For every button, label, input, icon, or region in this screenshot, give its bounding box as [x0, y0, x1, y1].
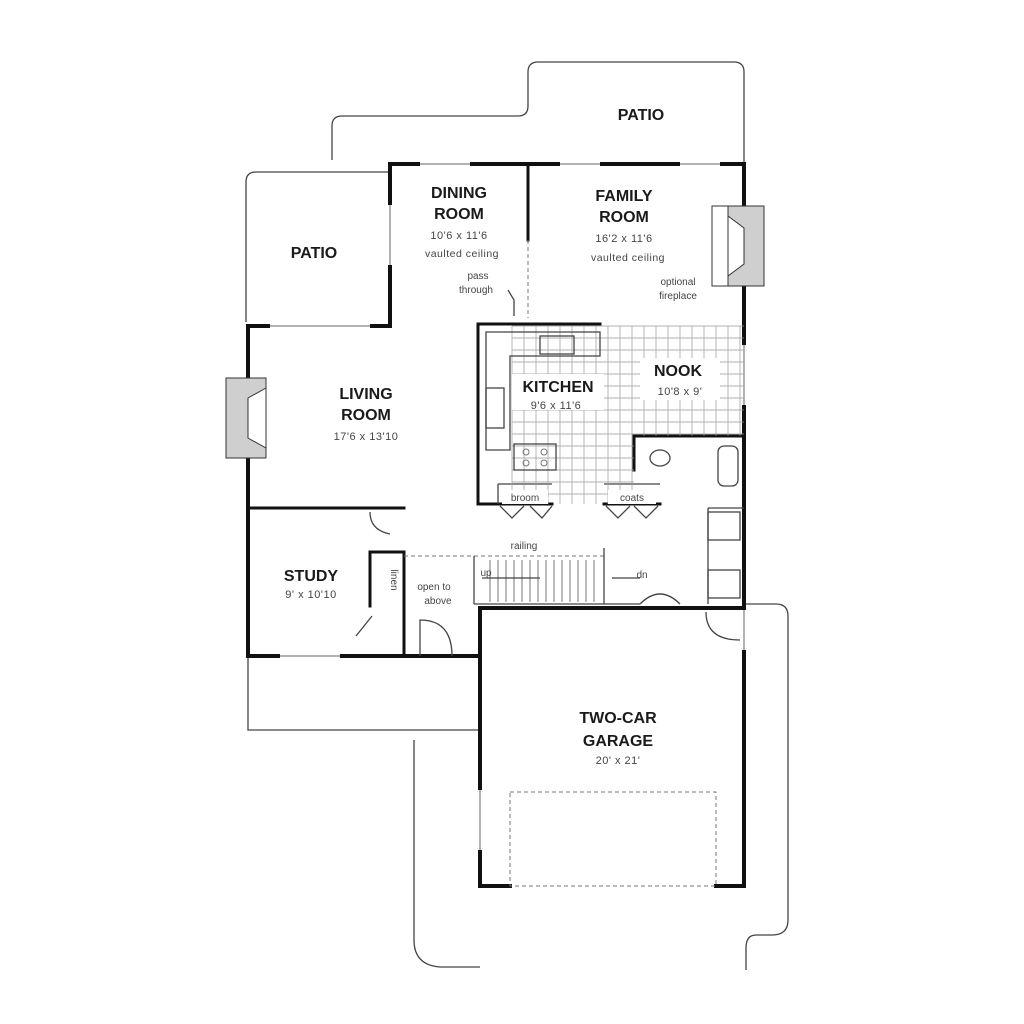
broom-closet-label: broom	[511, 493, 539, 504]
open-to-above-label-1: open to	[417, 582, 451, 593]
stairs	[404, 548, 640, 605]
driveway-right	[744, 603, 789, 970]
garage-dims: 20' x 21'	[596, 755, 641, 767]
kitchen-label: KITCHEN	[522, 379, 593, 396]
living-room-dims: 17'6 x 13'10	[334, 431, 399, 443]
kitchen-counters	[485, 331, 601, 471]
patio-top-label: PATIO	[618, 107, 665, 124]
family-room-label-2: ROOM	[599, 209, 649, 226]
fireplace-family-icon	[711, 205, 765, 287]
exterior-walls	[246, 162, 746, 888]
open-to-above-label-2: above	[424, 596, 452, 607]
patio-left-label: PATIO	[291, 245, 338, 262]
dining-room-dims: 10'6 x 11'6	[430, 230, 487, 242]
fireplace-note-1: optional	[660, 277, 695, 288]
coats-label-bg	[608, 490, 656, 504]
dining-room-label-1: DINING	[431, 185, 487, 202]
pass-through-arrow-icon	[507, 289, 515, 316]
family-room-label-1: FAMILY	[595, 188, 653, 205]
nook-dims: 10'8 x 9'	[658, 386, 703, 398]
study-label: STUDY	[284, 568, 339, 585]
nook-label-bg	[640, 358, 720, 400]
coats-closet-label: coats	[620, 493, 644, 504]
linen-label: linen	[388, 569, 399, 590]
railing-label: railing	[511, 541, 538, 552]
study-dims: 9' x 10'10	[285, 589, 336, 601]
garage-label-2: GARAGE	[583, 733, 654, 750]
pass-through-label-2: through	[459, 285, 493, 296]
pass-through-label-1: pass	[467, 271, 488, 282]
family-room-note: vaulted ceiling	[591, 252, 665, 264]
kitchen-dims: 9'6 x 11'6	[531, 400, 582, 412]
garage-door-outline	[509, 791, 717, 887]
driveway-left	[413, 740, 480, 968]
patio-top-outline	[331, 61, 745, 162]
doors	[355, 505, 741, 657]
living-room-label-2: ROOM	[341, 407, 391, 424]
front-porch-outline	[247, 656, 480, 731]
fireplace-note-2: fireplace	[659, 291, 697, 302]
fireplace-living-icon	[225, 377, 267, 459]
broom-label-bg	[502, 490, 548, 504]
stairs-up-label: up	[480, 568, 492, 579]
windows	[270, 161, 747, 850]
garage-label-1: TWO-CAR	[579, 710, 657, 727]
bathroom-fixtures	[649, 445, 741, 599]
kitchen-nook-tile-floor	[511, 325, 744, 504]
stairs-down-label: dn	[636, 570, 647, 581]
nook-label: NOOK	[654, 363, 702, 380]
kitchen-label-bg	[512, 374, 604, 410]
living-room-label-1: LIVING	[339, 386, 392, 403]
family-room-dims: 16'2 x 11'6	[595, 233, 652, 245]
dining-room-note: vaulted ceiling	[425, 248, 499, 260]
patio-left-outline	[245, 171, 388, 322]
dining-room-label-2: ROOM	[434, 206, 484, 223]
